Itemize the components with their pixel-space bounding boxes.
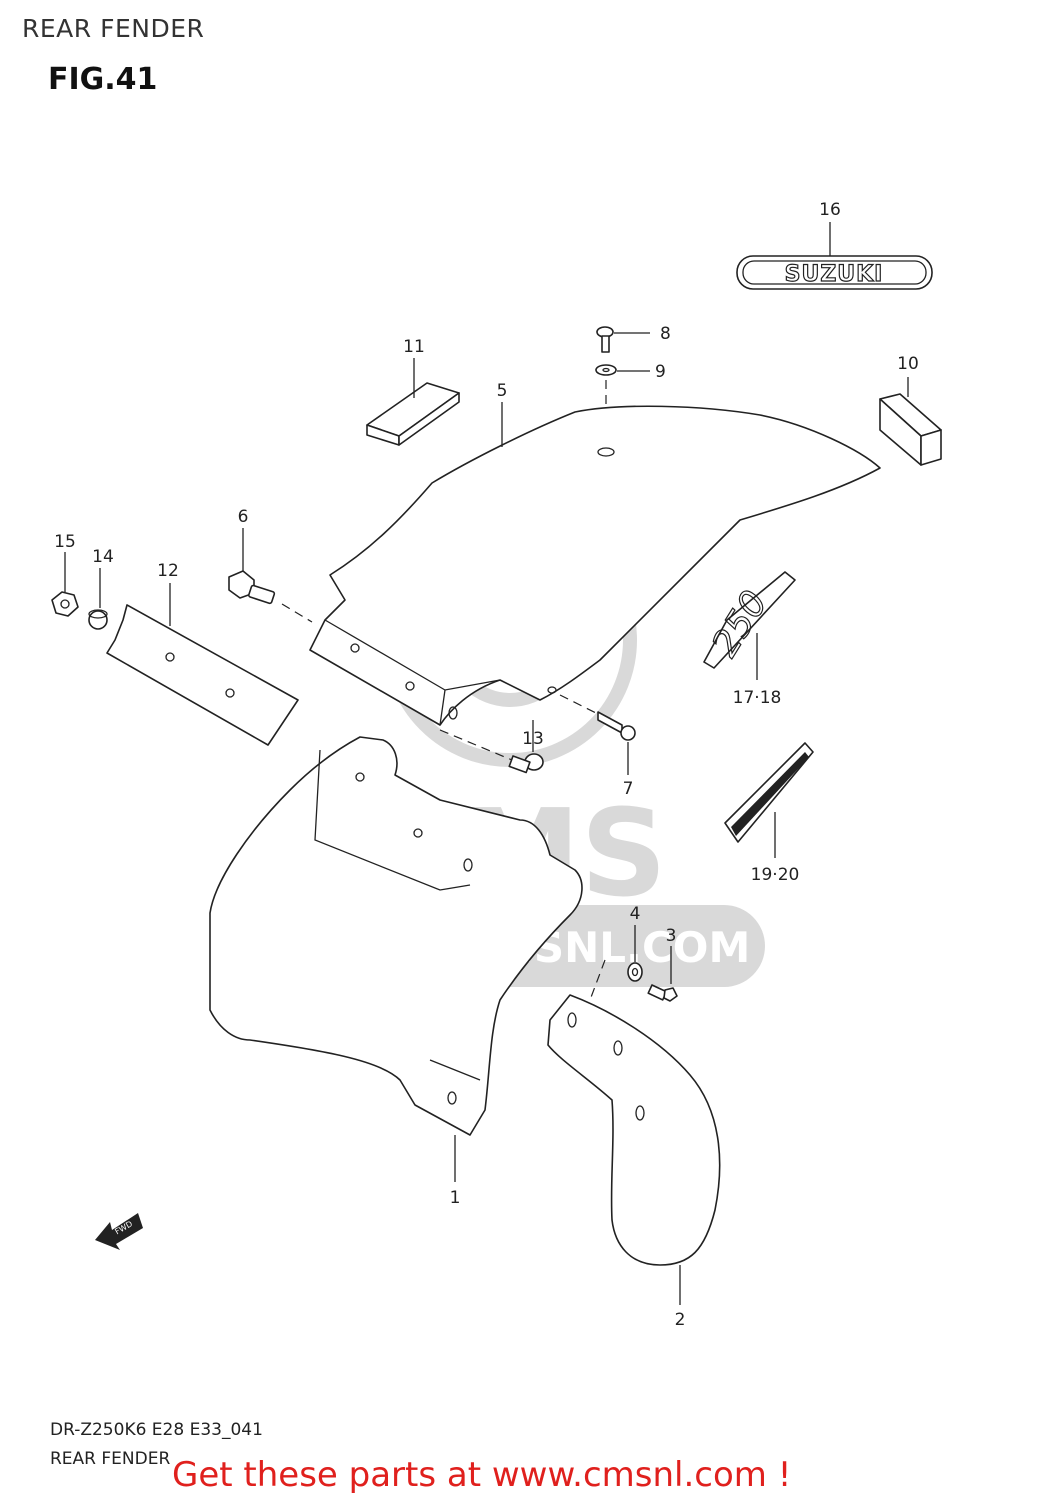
suzuki-emblem-text: SUZUKI bbox=[785, 262, 884, 287]
callout-16: 16 bbox=[819, 200, 841, 220]
part-5-rear-fender[interactable] bbox=[309, 405, 881, 726]
callout-4: 4 bbox=[630, 904, 641, 924]
part-6-bolt[interactable] bbox=[228, 570, 276, 605]
callout-14: 14 bbox=[92, 547, 114, 567]
part-17-18-decal[interactable]: 250 bbox=[703, 571, 796, 669]
part-9-washer[interactable] bbox=[595, 364, 617, 376]
part-19-20-decal[interactable] bbox=[724, 742, 814, 843]
part-13-bolt[interactable] bbox=[508, 753, 544, 774]
callout-8: 8 bbox=[660, 324, 671, 344]
diagram-code: DR-Z250K6 E28 E33_041 bbox=[50, 1420, 263, 1440]
part-4-washer[interactable] bbox=[627, 962, 643, 982]
callout-15: 15 bbox=[54, 532, 76, 552]
callout-3: 3 bbox=[666, 926, 677, 946]
part-16-emblem[interactable]: SUZUKI bbox=[736, 255, 933, 290]
part-1-inner-fender[interactable] bbox=[209, 736, 583, 1136]
callout-10: 10 bbox=[897, 354, 919, 374]
part-7-screw[interactable] bbox=[597, 711, 636, 741]
part-8-screw[interactable] bbox=[596, 326, 614, 353]
part-11-pad[interactable] bbox=[366, 382, 460, 446]
callout-5: 5 bbox=[497, 381, 508, 401]
callout-17-18: 17·18 bbox=[733, 688, 782, 708]
part-3-bolt[interactable] bbox=[647, 984, 678, 1002]
callout-12: 12 bbox=[157, 561, 179, 581]
part-2-mud-flap[interactable] bbox=[547, 994, 721, 1266]
callout-6: 6 bbox=[238, 507, 249, 527]
callout-7: 7 bbox=[623, 779, 634, 799]
diagram-name: REAR FENDER bbox=[50, 1449, 171, 1469]
cta-link[interactable]: Get these parts at www.cmsnl.com ! bbox=[172, 1455, 792, 1495]
part-15-nut[interactable] bbox=[51, 591, 79, 617]
callout-2: 2 bbox=[675, 1310, 686, 1330]
part-12-bracket[interactable] bbox=[106, 604, 299, 746]
callout-11: 11 bbox=[403, 337, 425, 357]
callout-9: 9 bbox=[655, 362, 666, 382]
figure-label: FIG.41 bbox=[48, 62, 158, 97]
part-14-collar[interactable] bbox=[88, 609, 108, 630]
part-10-pad[interactable] bbox=[879, 393, 942, 466]
fwd-arrow-icon: FWD bbox=[95, 1213, 143, 1250]
callout-19-20: 19·20 bbox=[751, 865, 800, 885]
callout-13: 13 bbox=[522, 729, 544, 749]
page-title: REAR FENDER bbox=[22, 14, 205, 43]
callout-1: 1 bbox=[450, 1188, 461, 1208]
